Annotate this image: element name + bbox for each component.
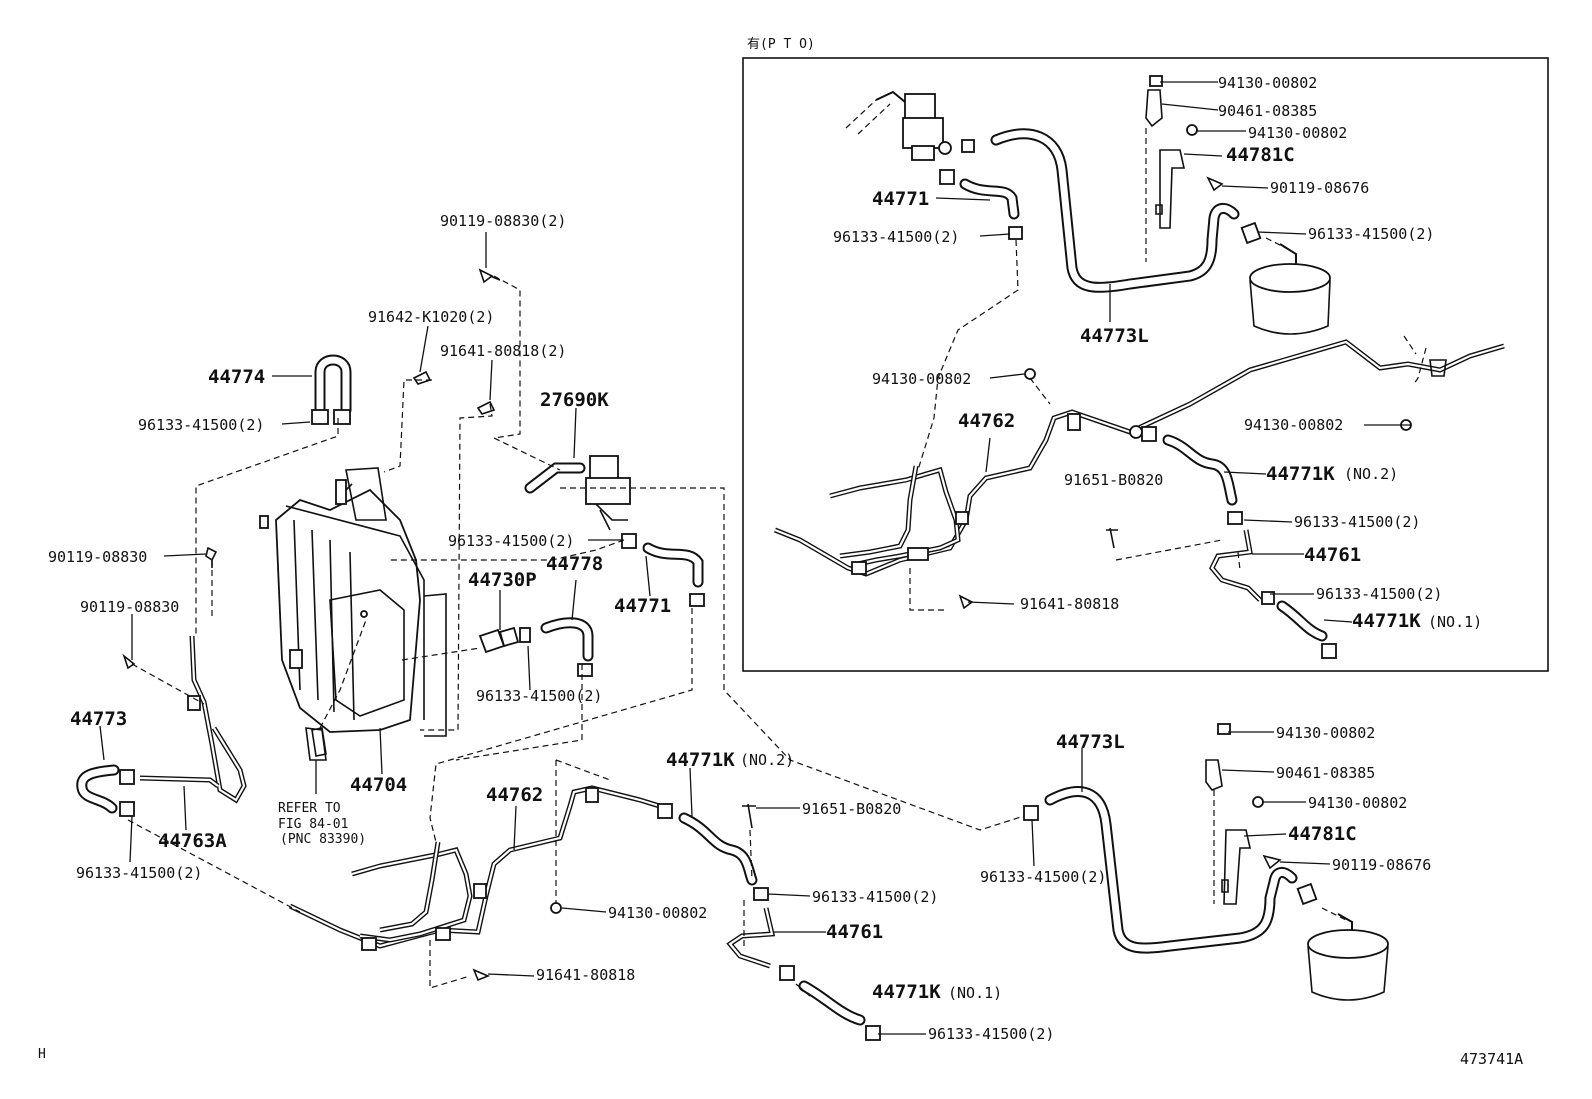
- label-90119-08676-main: 90119-08676: [1332, 856, 1431, 874]
- label-96133-41500-2-d: 96133-41500(2): [76, 864, 202, 882]
- inset-fuel-lines: [774, 335, 1505, 577]
- label-94130-00802-b-main: 94130-00802: [1276, 724, 1375, 742]
- label-90461-08385-main: 90461-08385: [1276, 764, 1375, 782]
- inset-label-94130-00802-b: 94130-00802: [1248, 124, 1347, 142]
- inset-label-96133-41500-a: 96133-41500(2): [833, 228, 959, 246]
- label-44730P: 44730P: [468, 569, 537, 591]
- label-96133-41500-2-f: 96133-41500(2): [928, 1025, 1054, 1043]
- inset-label-90461-08385: 90461-08385: [1218, 102, 1317, 120]
- refer-sender-gauge: [311, 619, 367, 757]
- canister-main: [1307, 907, 1389, 1001]
- label-44781C-main: 44781C: [1288, 823, 1357, 845]
- corner-mark: H: [38, 1047, 46, 1062]
- inset-label-96133-41500-d: 96133-41500(2): [1316, 585, 1442, 603]
- inset-canister: [1249, 237, 1331, 335]
- bracket-44781C-main: [1205, 723, 1282, 905]
- fitting-44730P: [478, 626, 531, 654]
- label-44773: 44773: [70, 708, 127, 730]
- label-90119-08830-b: 90119-08830: [80, 598, 179, 616]
- inset-label-44762: 44762: [958, 410, 1015, 432]
- label-44771K-no1-main: 44771K: [872, 981, 941, 1003]
- label-44778: 44778: [546, 553, 603, 575]
- label-96133-41500-2-g: 96133-41500(2): [980, 868, 1106, 886]
- inset-label-94130-00802-d: 94130-00802: [1244, 416, 1343, 434]
- label-44773L-main: 44773L: [1056, 731, 1125, 753]
- inset-label-44771K-no2: 44771K: [1266, 463, 1335, 485]
- inset-leaders: [935, 81, 1410, 623]
- label-96133-41500-2-e: 96133-41500(2): [812, 888, 938, 906]
- inset-label-94130-00802-c: 94130-00802: [872, 370, 971, 388]
- label-91642-K1020-2: 91642-K1020(2): [368, 308, 494, 326]
- inset-label-96133-41500-b: 96133-41500(2): [1308, 225, 1434, 243]
- inset-vsv-valve: [845, 90, 975, 161]
- inset-label-44773L: 44773L: [1080, 325, 1149, 347]
- inset-title: 有(P T O): [747, 37, 815, 52]
- hose-44774: [311, 354, 352, 425]
- main-dashes: [127, 275, 1025, 989]
- inset-label-44761: 44761: [1304, 544, 1361, 566]
- inset-dashes: [909, 239, 1241, 611]
- hose-44771-main: [642, 542, 705, 607]
- main-leaders: [99, 232, 1331, 1035]
- label-96133-41500-2-a: 96133-41500(2): [138, 416, 264, 434]
- inset-label-91641-80818: 91641-80818: [1020, 595, 1119, 613]
- pipe-44763A: [119, 635, 247, 817]
- label-27690K: 27690K: [540, 389, 609, 411]
- inset-hoses-44771K: [1106, 426, 1337, 659]
- sub-tank-44704: [259, 467, 447, 761]
- label-94130-00802-main: 94130-00802: [608, 904, 707, 922]
- inset-label-96133-41500-c: 96133-41500(2): [1294, 513, 1420, 531]
- label-44771K-no1-suffix-main: (NO.1): [948, 984, 1002, 1002]
- inset-label-44781C: 44781C: [1226, 144, 1295, 166]
- label-refer-line2: FIG 84-01: [278, 817, 348, 832]
- inset-label-90119-08676: 90119-08676: [1270, 179, 1369, 197]
- hose-44773: [76, 764, 120, 814]
- label-44771-main: 44771: [614, 595, 671, 617]
- inset-label-44771K-no2-suffix: (NO.2): [1344, 465, 1398, 483]
- label-90119-08830-a: 90119-08830: [48, 548, 147, 566]
- inset-label-94130-00802-a: 94130-00802: [1218, 74, 1317, 92]
- inset-label-44771K-no1-suffix: (NO.1): [1428, 613, 1482, 631]
- pto-inset: 有(P T O): [742, 37, 1549, 672]
- label-refer-line3: (PNC 83390): [280, 832, 366, 847]
- inset-label-44771: 44771: [872, 188, 929, 210]
- label-44771K-no2-suffix-main: (NO.2): [740, 751, 794, 769]
- inset-hose-44771: [939, 169, 1023, 240]
- hose-44771K-no2: [678, 812, 769, 901]
- label-44771K-no2-main: 44771K: [666, 749, 735, 771]
- label-44774: 44774: [208, 366, 265, 388]
- label-44761-main: 44761: [826, 921, 883, 943]
- valve-27690K: [524, 455, 637, 549]
- pipe-44762: [288, 785, 673, 951]
- label-96133-41500-2-b: 96133-41500(2): [448, 532, 574, 550]
- inset-bracket-44781C: [1145, 75, 1224, 262]
- hose-44778: [540, 617, 594, 677]
- label-91641-80818-2: 91641-80818(2): [440, 342, 566, 360]
- hose-44771K-no1: [798, 980, 881, 1041]
- label-90119-08830-2: 90119-08830(2): [440, 212, 566, 230]
- inset-label-91651-B0820: 91651-B0820: [1064, 471, 1163, 489]
- label-44762-main: 44762: [486, 784, 543, 806]
- inset-frame: [742, 57, 1549, 672]
- hose-44773L-main: [1023, 786, 1318, 954]
- label-refer-line1: REFER TO: [278, 801, 341, 816]
- label-96133-41500-2-c: 96133-41500(2): [476, 687, 602, 705]
- inset-label-44771K-no1: 44771K: [1352, 610, 1421, 632]
- pipe-44761: [726, 907, 795, 981]
- main-diagram: 90119-08830(2) 91642-K1020(2) 91641-8081…: [38, 212, 1523, 1068]
- label-94130-00802-c-main: 94130-00802: [1308, 794, 1407, 812]
- label-44763A: 44763A: [158, 830, 227, 852]
- label-44704: 44704: [350, 774, 407, 796]
- label-91651-B0820-main: 91651-B0820: [802, 800, 901, 818]
- diagram-id: 473741A: [1460, 1050, 1523, 1068]
- inset-hose-44773L: [990, 128, 1262, 293]
- label-91641-80818-main: 91641-80818: [536, 966, 635, 984]
